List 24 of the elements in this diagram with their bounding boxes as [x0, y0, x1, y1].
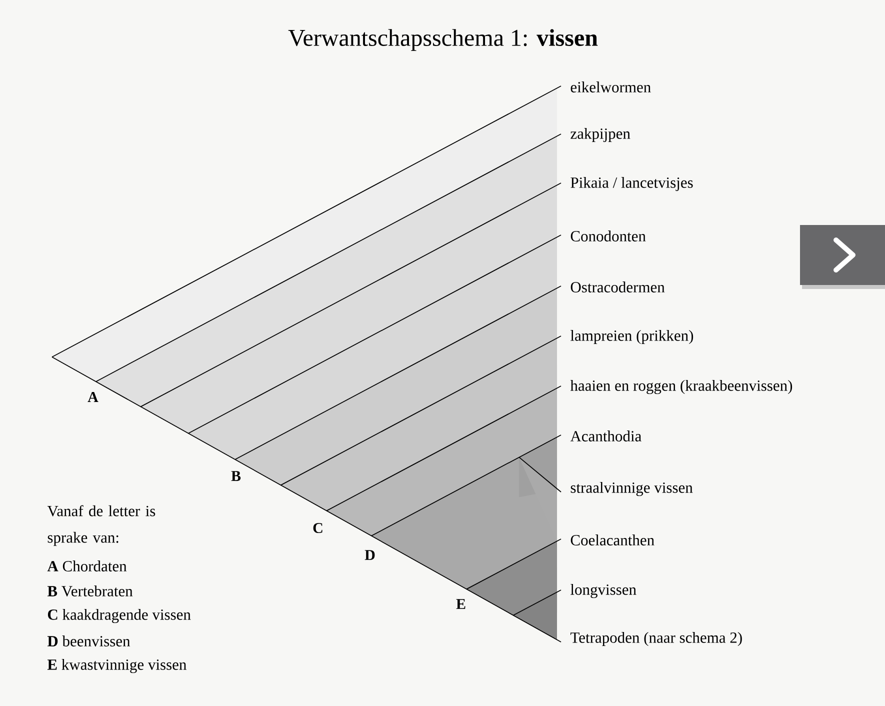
clade-letter: C: [313, 522, 322, 534]
taxon-label: Tetrapoden (naar schema 2): [570, 632, 742, 646]
key-entry: D beenvissen: [47, 636, 130, 646]
key-entry: E kwastvinnige vissen: [47, 658, 186, 674]
clade-letter: A: [88, 392, 98, 402]
clade-letter: D: [364, 550, 375, 560]
key-entry: B Vertebraten: [47, 586, 133, 596]
key-entry: A Chordaten: [47, 560, 127, 572]
taxon-label: Coelacanthen: [570, 534, 654, 546]
key-heading: Vanaf de letter is sprake van:: [47, 505, 156, 546]
taxon-label: straalvinnige vissen: [570, 482, 693, 496]
taxon-label: lampreien (prikken): [570, 330, 694, 344]
taxon-label: Ostracodermen: [570, 282, 665, 292]
key-entry: C kaakdragende vissen: [48, 608, 191, 624]
taxon-label: Pikaia / lancetvisjes: [570, 176, 693, 192]
taxon-label: Acanthodia: [570, 430, 642, 442]
clade-letter: E: [456, 599, 466, 609]
title: Verwantschapsschema 1: vissen: [288, 29, 598, 51]
taxon-label: longvissen: [570, 584, 636, 598]
taxon-label: zakpijpen: [570, 128, 630, 142]
taxon-label: Conodonten: [570, 230, 646, 242]
taxon-label: eikelwormen: [570, 82, 651, 92]
clade-letter: B: [231, 471, 241, 481]
taxon-label: haaien en roggen (kraakbeenvissen): [570, 380, 792, 394]
